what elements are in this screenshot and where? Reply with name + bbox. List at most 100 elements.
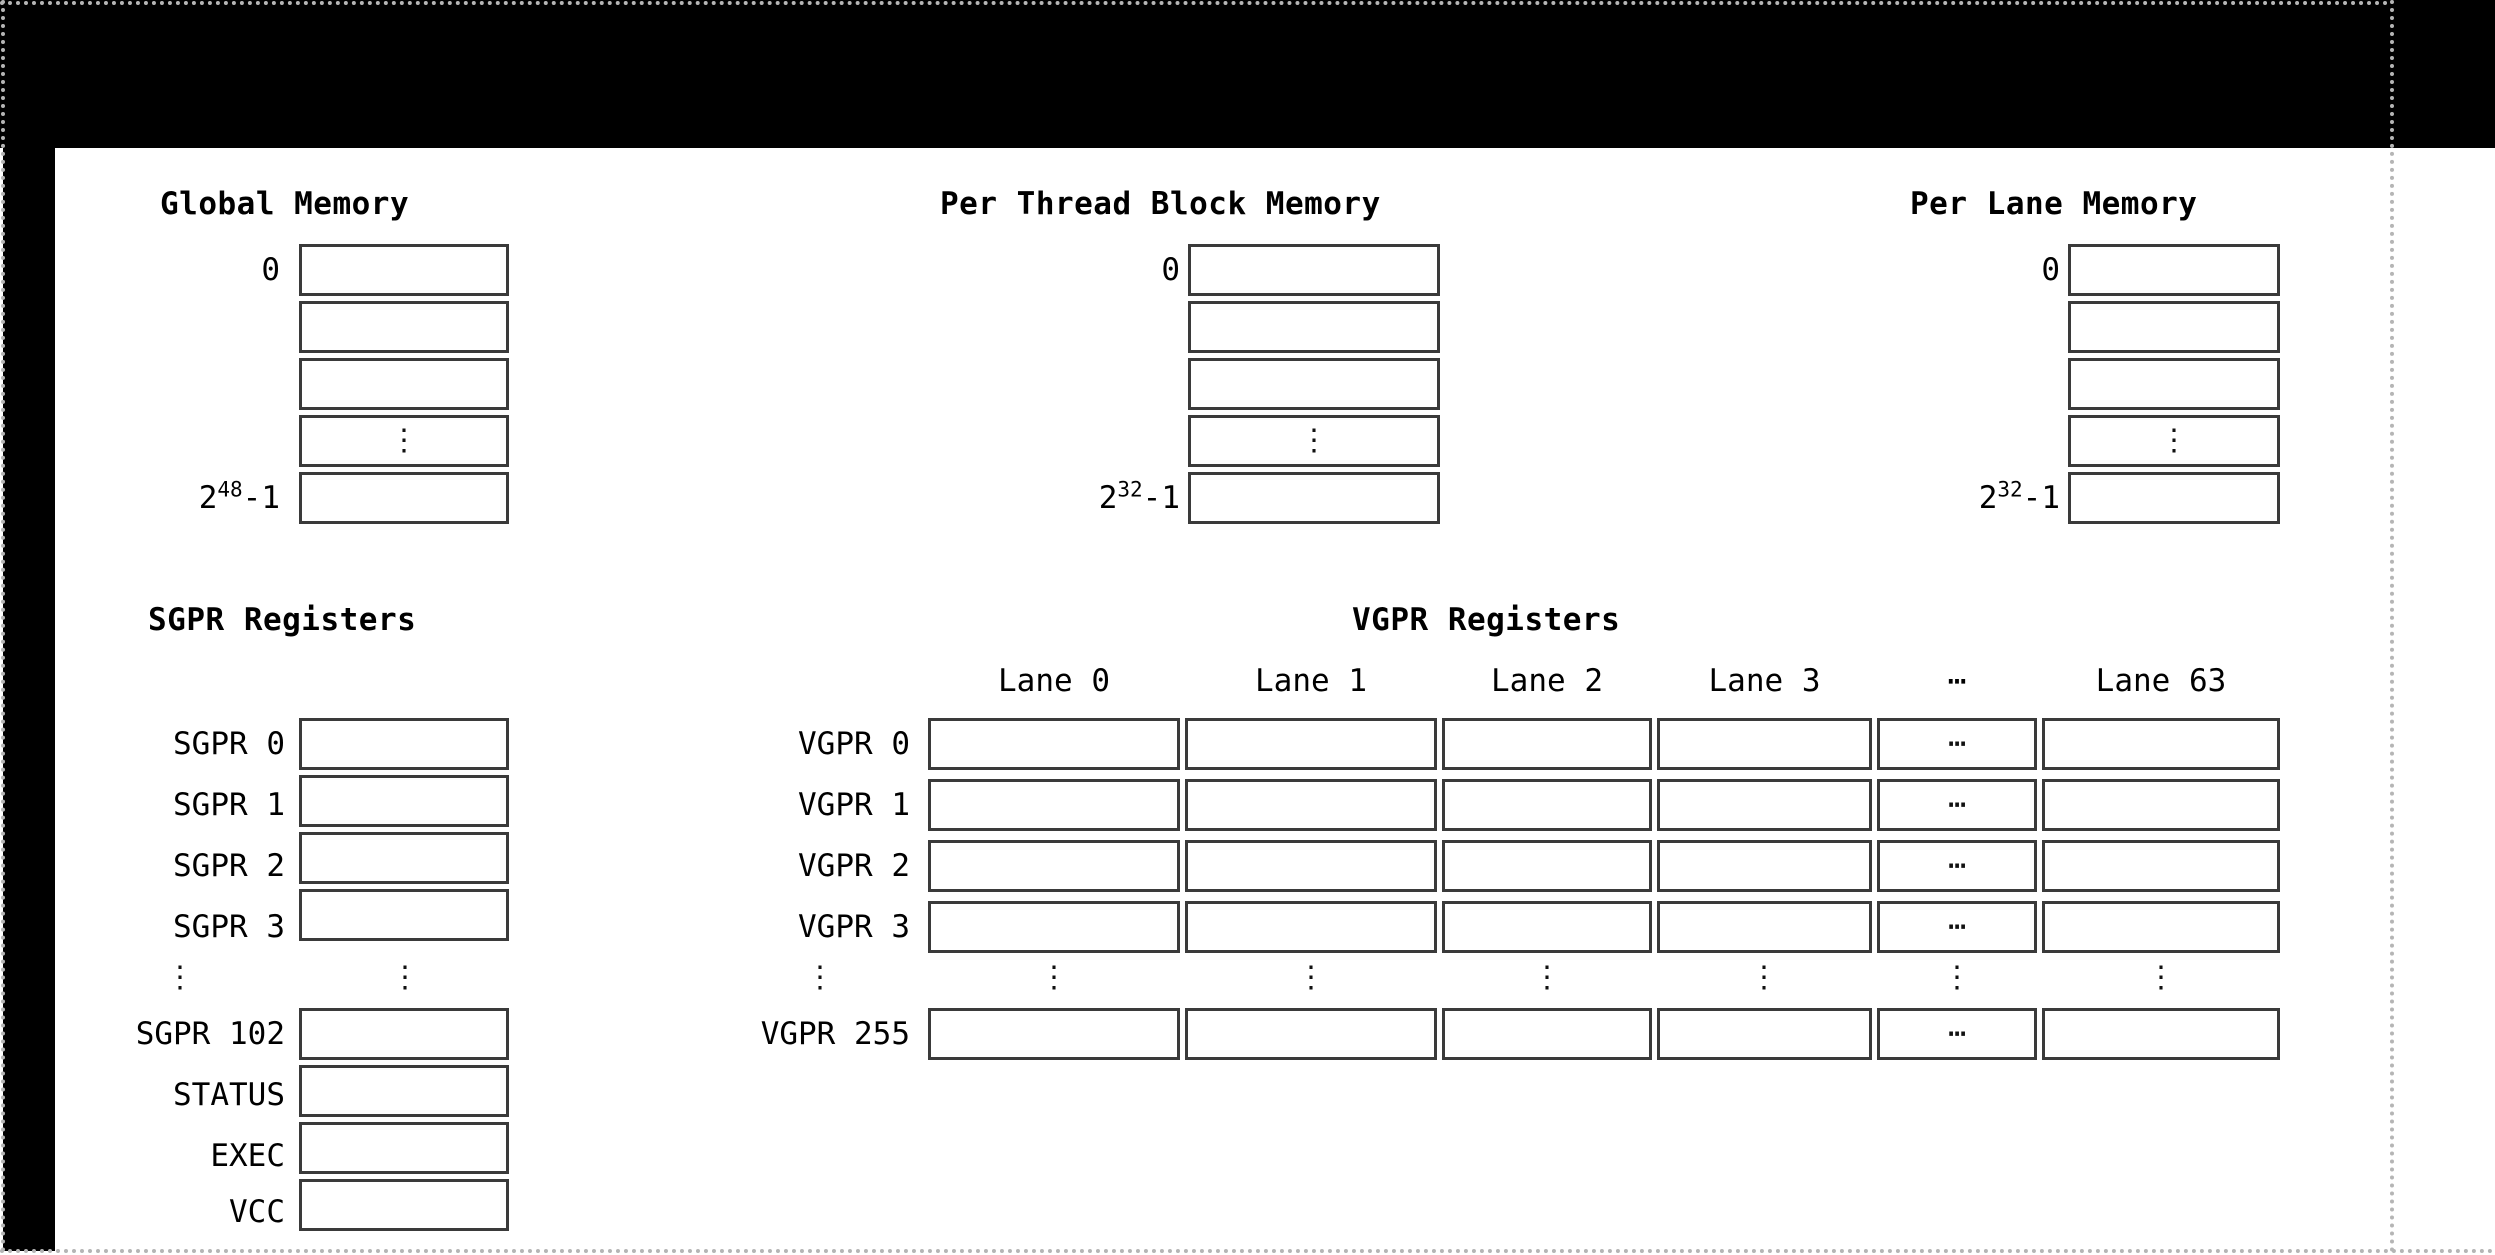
per-thread-block-memory-title: Per Thread Block Memory (940, 186, 1381, 222)
per-lane-memory-cell[interactable] (2068, 244, 2280, 296)
vgpr-cell-ellipsis: ⋯ (1877, 718, 2037, 770)
vgpr-cell[interactable] (928, 779, 1180, 831)
sgpr-cell-exec[interactable] (299, 1122, 509, 1174)
global-memory-first-address: 0 (261, 252, 280, 288)
per-lane-memory-first-address: 0 (2041, 252, 2060, 288)
vgpr-cell[interactable] (2042, 901, 2280, 953)
per-thread-block-memory-last-address: 232-1 (1000, 472, 1180, 524)
vgpr-column-ellipsis-1: ⋮ (1296, 960, 1326, 995)
vgpr-cell-ellipsis: ⋯ (1877, 779, 2037, 831)
sgpr-registers-title: SGPR Registers (148, 602, 417, 638)
sgpr-row-label-1: SGPR 1 (173, 787, 285, 823)
vgpr-cell[interactable] (1657, 1008, 1872, 1060)
global-memory-stack: ⋮ (299, 244, 509, 529)
vgpr-column-ellipsis-2: ⋮ (1532, 960, 1562, 995)
vgpr-cell[interactable] (1185, 1008, 1437, 1060)
sgpr-label-ellipsis: ⋮ (165, 960, 195, 995)
sgpr-stack-top (299, 718, 509, 946)
plm-last-address-base: 2 (1978, 480, 1998, 516)
vgpr-cell[interactable] (1442, 901, 1652, 953)
vgpr-cell[interactable] (2042, 840, 2280, 892)
vgpr-cell[interactable] (1185, 901, 1437, 953)
per-thread-block-memory-cell[interactable] (1188, 472, 1440, 524)
per-lane-memory-stack: ⋮ (2068, 244, 2280, 529)
vgpr-cell[interactable] (1442, 718, 1652, 770)
vgpr-row-label-0: VGPR 0 (798, 726, 910, 762)
vgpr-table-row-255: ⋯ (928, 1008, 2280, 1060)
sgpr-cell-102[interactable] (299, 1008, 509, 1060)
global-memory-cell[interactable] (299, 472, 509, 524)
vgpr-lane-header-2: Lane 2 (1491, 663, 1603, 699)
per-thread-block-memory-cell[interactable] (1188, 301, 1440, 353)
ptb-last-address-suffix: -1 (1142, 480, 1180, 516)
per-thread-block-memory-first-address: 0 (1161, 252, 1180, 288)
sgpr-cell-3[interactable] (299, 889, 509, 941)
vgpr-table-row-1: ⋯ (928, 779, 2280, 831)
vgpr-cell[interactable] (928, 901, 1180, 953)
sgpr-stack-bottom (299, 1008, 509, 1236)
plm-last-address-suffix: -1 (2022, 480, 2060, 516)
sgpr-cell-0[interactable] (299, 718, 509, 770)
vgpr-column-ellipsis-3: ⋮ (1749, 960, 1779, 995)
vgpr-row-label-1: VGPR 1 (798, 787, 910, 823)
vgpr-cell[interactable] (928, 718, 1180, 770)
vgpr-column-ellipsis-0: ⋮ (1039, 960, 1069, 995)
vgpr-cell[interactable] (1185, 840, 1437, 892)
vgpr-cell[interactable] (2042, 1008, 2280, 1060)
vgpr-cell-ellipsis: ⋯ (1877, 840, 2037, 892)
vgpr-cell[interactable] (2042, 779, 2280, 831)
vgpr-cell[interactable] (1185, 718, 1437, 770)
canvas-guide-left (1, 0, 5, 1253)
vgpr-cell[interactable] (1657, 718, 1872, 770)
per-thread-block-memory-stack: ⋮ (1188, 244, 1440, 529)
vgpr-cell[interactable] (1442, 1008, 1652, 1060)
global-memory-cell[interactable] (299, 358, 509, 410)
sgpr-cell-vcc[interactable] (299, 1179, 509, 1231)
sgpr-row-label-2: SGPR 2 (173, 848, 285, 884)
sgpr-cell-1[interactable] (299, 775, 509, 827)
global-memory-cell-ellipsis: ⋮ (299, 415, 509, 467)
window-top-bar (0, 0, 2495, 148)
vgpr-cell[interactable] (928, 1008, 1180, 1060)
sgpr-row-label-3: SGPR 3 (173, 909, 285, 945)
per-thread-block-memory-cell[interactable] (1188, 244, 1440, 296)
vgpr-lane-header-63: Lane 63 (2095, 663, 2227, 699)
sgpr-row-label-status: STATUS (173, 1077, 285, 1113)
global-memory-title: Global Memory (160, 186, 410, 222)
vgpr-lane-header-ellipsis: ⋯ (1947, 663, 1967, 699)
global-memory-last-address-base: 2 (198, 480, 218, 516)
vgpr-lane-header-0: Lane 0 (998, 663, 1110, 699)
ptb-last-address-base: 2 (1098, 480, 1118, 516)
vgpr-table-row-2: ⋯ (928, 840, 2280, 892)
canvas-guide-top (0, 1, 2390, 5)
vgpr-cell[interactable] (2042, 718, 2280, 770)
vgpr-cell[interactable] (1442, 840, 1652, 892)
vgpr-lane-header-3: Lane 3 (1708, 663, 1821, 699)
vgpr-cell[interactable] (928, 840, 1180, 892)
vgpr-column-ellipsis-5: ⋮ (2146, 960, 2176, 995)
sgpr-cell-2[interactable] (299, 832, 509, 884)
per-lane-memory-cell[interactable] (2068, 472, 2280, 524)
vgpr-cell-ellipsis: ⋯ (1877, 1008, 2037, 1060)
plm-last-address-exp: 32 (1997, 477, 2023, 502)
ptb-last-address-exp: 32 (1117, 477, 1143, 502)
vgpr-registers-title: VGPR Registers (1352, 602, 1621, 638)
vgpr-cell[interactable] (1185, 779, 1437, 831)
vgpr-row-label-3: VGPR 3 (798, 909, 910, 945)
global-memory-cell[interactable] (299, 301, 509, 353)
per-thread-block-memory-cell[interactable] (1188, 358, 1440, 410)
global-memory-last-address-suffix: -1 (242, 480, 280, 516)
vgpr-cell[interactable] (1657, 779, 1872, 831)
per-lane-memory-cell[interactable] (2068, 358, 2280, 410)
vgpr-table-row-3: ⋯ (928, 901, 2280, 953)
global-memory-last-address: 248-1 (100, 472, 280, 524)
sgpr-row-label-vcc: VCC (229, 1194, 285, 1230)
vgpr-cell[interactable] (1657, 840, 1872, 892)
vgpr-table-row-0: ⋯ (928, 718, 2280, 770)
vgpr-cell[interactable] (1442, 779, 1652, 831)
vgpr-cell[interactable] (1657, 901, 1872, 953)
per-lane-memory-cell[interactable] (2068, 301, 2280, 353)
sgpr-cell-status[interactable] (299, 1065, 509, 1117)
global-memory-cell[interactable] (299, 244, 509, 296)
